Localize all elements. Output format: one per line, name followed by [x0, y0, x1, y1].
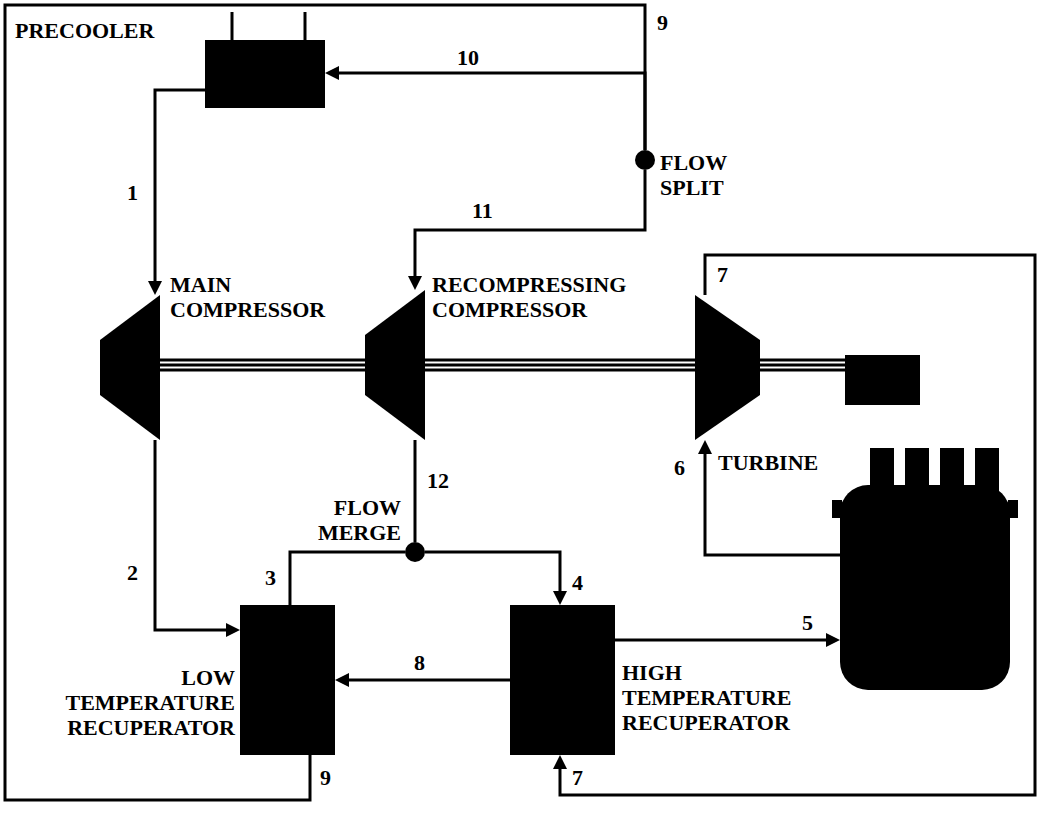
main-compressor: MAIN COMPRESSOR	[100, 295, 160, 440]
shaft	[425, 364, 695, 367]
shaft	[425, 369, 695, 372]
stream-number: 3	[263, 565, 278, 590]
high-temperature-recuperator: HIGH TEMPERATURE RECUPERATOR	[510, 605, 615, 755]
coolant-pipe	[304, 12, 307, 40]
precooler-shape	[205, 40, 325, 108]
component-label: FLOW SPLIT	[660, 150, 740, 200]
flow-connector	[425, 552, 567, 605]
flow-connector	[155, 440, 240, 637]
stream-number: 11	[470, 198, 495, 223]
component-label: RECOMPRESSING COMPRESSOR	[432, 272, 672, 322]
component-label: PRECOOLER	[15, 18, 195, 43]
stream-number: 6	[672, 455, 687, 480]
component-label: HIGH TEMPERATURE RECUPERATOR	[622, 660, 822, 735]
stream-number: 10	[455, 45, 481, 70]
low-temperature-recuperator-shape	[240, 605, 335, 755]
recompressing-compressor: RECOMPRESSING COMPRESSOR	[365, 290, 425, 440]
stream-number: 8	[412, 650, 427, 675]
stream-number: 1	[125, 180, 140, 205]
stream-number: 5	[800, 610, 815, 635]
high-temperature-recuperator-shape	[510, 605, 615, 755]
flow-connector	[335, 673, 510, 687]
turbine: TURBINE	[695, 295, 760, 440]
coolant-pipe	[231, 12, 234, 40]
stream-number: 9	[318, 765, 333, 790]
flow-merge: FLOW MERGE	[405, 542, 425, 562]
shaft	[425, 359, 695, 362]
flow-connector	[414, 440, 415, 542]
flow-merge-shape	[405, 542, 425, 562]
stream-number: 2	[125, 560, 140, 585]
flow-connector	[325, 66, 645, 150]
stream-number: 7	[715, 262, 730, 287]
stream-number: 7	[570, 765, 585, 790]
shaft	[160, 364, 365, 367]
component-label: MAIN COMPRESSOR	[170, 272, 350, 322]
recompressing-compressor-shape	[365, 290, 425, 440]
turbine-shape	[695, 295, 760, 440]
arrow-head	[826, 633, 840, 647]
component-label: FLOW MERGE	[305, 495, 401, 545]
shaft	[160, 359, 365, 362]
precooler: PRECOOLER	[205, 40, 325, 108]
flow-line	[615, 639, 828, 642]
component-label: TURBINE	[718, 450, 838, 475]
generator	[845, 355, 920, 405]
flow-connector	[148, 90, 205, 295]
arrow-head	[698, 440, 712, 454]
flow-split-shape	[635, 150, 655, 170]
main-compressor-shape	[100, 295, 160, 440]
stream-number: 4	[570, 570, 585, 595]
flow-split: FLOW SPLIT	[635, 150, 655, 170]
flow-connector	[553, 255, 1035, 795]
shaft	[760, 364, 845, 367]
shaft	[760, 359, 845, 362]
component-label: LOW TEMPERATURE RECUPERATOR	[48, 665, 235, 740]
low-temperature-recuperator: LOW TEMPERATURE RECUPERATOR	[240, 605, 335, 755]
stream-number: 9	[655, 10, 670, 35]
shaft	[760, 369, 845, 372]
stream-number: 12	[425, 468, 451, 493]
reactor	[832, 448, 1018, 690]
shaft	[160, 369, 365, 372]
flow-connector	[290, 552, 405, 605]
flow-connector	[5, 5, 645, 800]
